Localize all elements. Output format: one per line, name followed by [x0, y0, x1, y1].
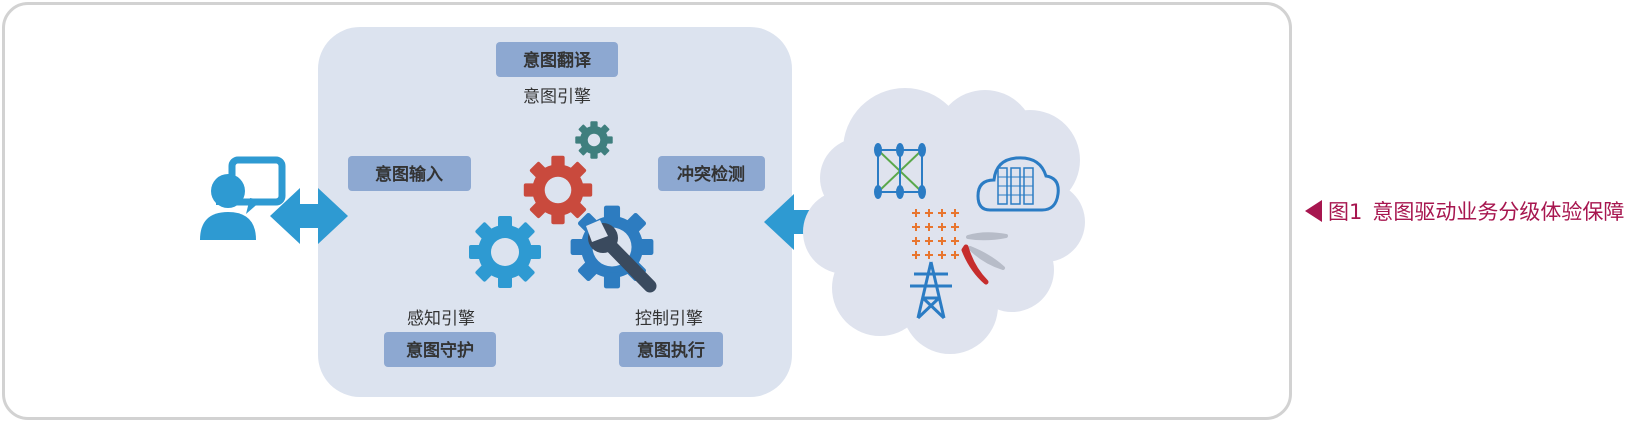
wrench-icon [586, 220, 657, 293]
transmission-tower-icon [910, 261, 952, 320]
control-engine-label: 控制引擎 [635, 309, 703, 329]
intent-translation-label: 意图翻译 [523, 50, 592, 71]
intent-engine-label: 意图引擎 [523, 87, 591, 107]
conflict-detection-label: 冲突检测 [677, 164, 745, 185]
intent-execution-box [619, 332, 723, 367]
intent-execution-label: 意图执行 [637, 340, 705, 361]
network-cloud-icon [803, 88, 1085, 354]
intent-guard-box [384, 332, 496, 367]
conflict-detection-box [658, 156, 765, 191]
intent-input-label: 意图输入 [375, 164, 443, 185]
figure-caption: 图1 意图驱动业务分级体验保障 [1305, 196, 1624, 226]
intent-translation-box [496, 42, 618, 77]
node-grid-icon [911, 209, 960, 260]
left-double-arrow-icon [270, 188, 348, 244]
caption-triangle-icon [1305, 200, 1322, 222]
gears-wrench-icon [469, 121, 657, 293]
fan-blade-icon [961, 232, 1008, 285]
figure-number: 图1 [1328, 200, 1363, 224]
intent-guard-label: 意图守护 [406, 340, 474, 361]
intent-input-box [348, 156, 471, 191]
network-topology-icon [874, 143, 926, 199]
cloud-server-icon [976, 156, 1060, 212]
perception-engine-label: 感知引擎 [407, 309, 475, 329]
figure-title: 意图驱动业务分级体验保障 [1372, 200, 1625, 224]
user-chat-icon [200, 156, 286, 240]
